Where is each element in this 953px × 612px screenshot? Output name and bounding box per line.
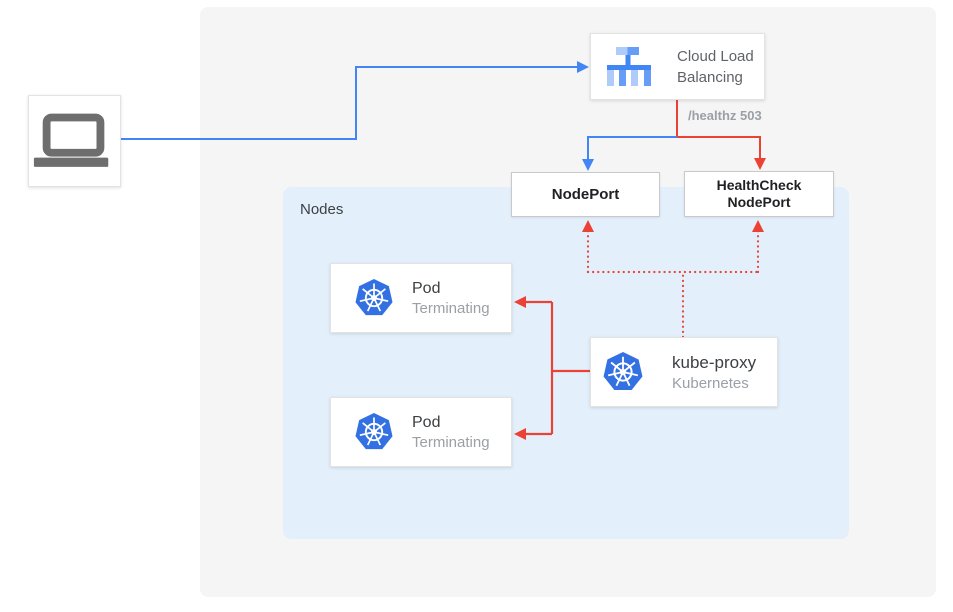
client-node: [28, 95, 121, 187]
kubernetes-icon: [355, 413, 393, 450]
healthcheck-nodeport-label: HealthCheck NodePort: [716, 177, 802, 210]
healthcheck-nodeport-node: HealthCheck NodePort: [684, 171, 834, 217]
cloud-load-balancing-icon: [607, 47, 651, 86]
pod-status: Terminating: [412, 433, 490, 451]
nodeport-label: NodePort: [551, 186, 620, 203]
kube-proxy-node: kube-proxy Kubernetes: [590, 337, 778, 407]
pod-label: Pod: [412, 279, 441, 297]
pod-node-bottom: Pod Terminating: [330, 397, 512, 467]
healthz-edge-label: /healthz 503: [688, 108, 762, 123]
pod-node-top: Pod Terminating: [330, 263, 512, 333]
cloud-load-balancing-node: Cloud Load Balancing: [590, 33, 765, 100]
nodeport-node: NodePort: [511, 172, 660, 217]
laptop-icon: [33, 113, 109, 167]
nodes-panel-label: Nodes: [300, 201, 344, 218]
cloud-load-balancing-label: Cloud Load Balancing: [677, 47, 754, 86]
kubernetes-icon: [603, 352, 643, 390]
pod-status: Terminating: [412, 299, 490, 317]
pod-label: Pod: [412, 413, 441, 431]
kube-proxy-label: kube-proxy: [672, 352, 757, 372]
kube-proxy-sublabel: Kubernetes: [672, 374, 749, 392]
kubernetes-icon: [355, 279, 393, 316]
